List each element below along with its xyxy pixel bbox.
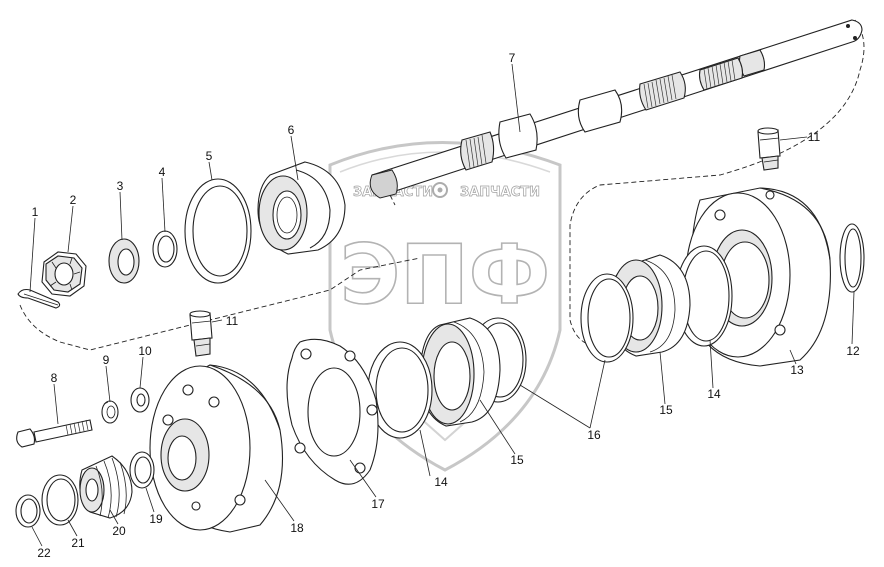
callout-16: 16 [587,428,601,442]
callout-14-right: 14 [707,387,721,401]
callout-18: 18 [290,521,304,535]
callout-14-left: 14 [434,475,448,489]
part-5-seal-ring [184,178,252,284]
watermark-logo-text: ЭПФ [340,228,550,323]
part-11-fitting-lower [189,310,213,357]
callout-3: 3 [117,179,124,193]
callout-11-lower: 11 [226,314,239,328]
part-7-shaft [369,19,863,199]
part-12-o-ring [839,223,865,293]
watermark-right-text: ЗАПЧАСТИ [460,185,540,200]
part-14-ring-right [675,245,733,347]
watermark-gear-icon [432,182,448,198]
part-15-piston-left [419,317,501,427]
part-20-boot [79,455,133,519]
callout-21: 21 [71,536,85,550]
part-19-ring [129,451,155,489]
callout-22: 22 [37,546,51,560]
part-8-bolt [16,419,93,448]
leader-lines [29,63,855,547]
part-16-ring-right [580,273,634,363]
part-11-fitting-upper [757,127,781,171]
callout-2: 2 [70,193,77,207]
callout-10: 10 [138,344,152,358]
callout-15-left: 15 [510,453,524,467]
part-17-gasket [286,338,379,485]
callout-13: 13 [790,363,804,377]
part-21-clamp-ring [41,474,79,526]
part-2-castle-nut [41,251,87,297]
callout-1: 1 [32,205,39,219]
callout-19: 19 [149,512,163,526]
callout-17: 17 [371,497,385,511]
callout-7: 7 [509,51,516,65]
part-18-housing [149,364,284,533]
assembly-axis-lines [19,19,865,351]
part-1-cotter-pin [17,288,61,309]
part-10-washer [130,387,150,413]
part-6-bushing [257,161,346,255]
part-4-ring [152,230,178,268]
callout-20: 20 [112,524,126,538]
callout-4: 4 [159,165,166,179]
callout-12: 12 [846,344,860,358]
callout-6: 6 [288,123,295,137]
callout-labels: 1 2 3 4 5 6 7 8 9 10 11 11 12 13 14 14 1… [32,51,860,560]
callout-15-right: 15 [659,403,673,417]
part-9-spring-washer [101,400,119,424]
callout-11-upper: 11 [808,130,821,144]
part-22-ring [15,494,41,528]
callout-8: 8 [51,371,58,385]
callout-9: 9 [103,353,110,367]
part-3-washer [108,238,140,284]
part-14-ring-left [367,341,433,439]
callout-5: 5 [206,149,213,163]
